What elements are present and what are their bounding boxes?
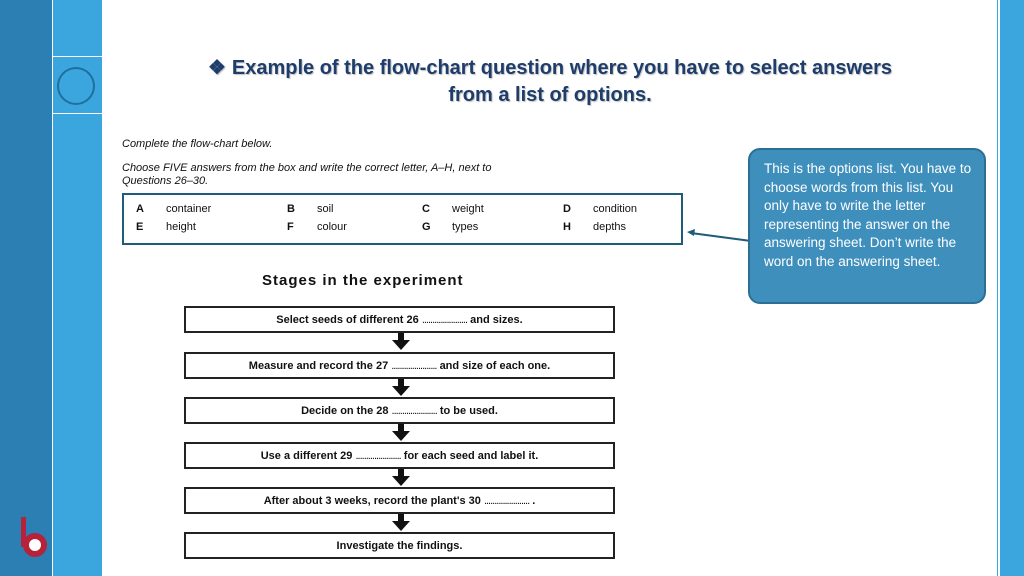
arrow-down-icon [392, 424, 410, 441]
arrow-down-icon [392, 333, 410, 350]
arrow-down-icon [392, 514, 410, 531]
slide-title: ❖Example of the flow-chart question wher… [120, 55, 980, 109]
title-line-1: Example of the flow-chart question where… [231, 57, 893, 79]
flow-step: Decide on the 28 ...................... … [184, 397, 615, 424]
flow-step: Measure and record the 27 ..............… [184, 352, 615, 379]
right-rule [997, 0, 998, 576]
arrow-down-icon [392, 469, 410, 486]
decorative-circle [57, 67, 95, 105]
diamond-bullet-icon: ❖ [207, 57, 226, 79]
options-callout: This is the options list. You have to ch… [748, 148, 986, 304]
vertical-rule [102, 0, 103, 576]
instruction-line-2: Choose FIVE answers from the box and wri… [122, 162, 492, 174]
flow-step: Investigate the findings. [184, 532, 615, 559]
horizontal-rule [52, 113, 102, 114]
right-strip [1000, 0, 1024, 576]
instruction-block: Choose FIVE answers from the box and wri… [122, 162, 642, 188]
flow-step: Select seeds of different 26 ...........… [184, 306, 615, 333]
callout-connector-arrow [687, 229, 752, 242]
stages-title: Stages in the experiment [262, 272, 464, 289]
instruction-line-1: Complete the flow-chart below. [122, 138, 273, 150]
flow-step: Use a different 29 .....................… [184, 442, 615, 469]
instruction-line-3: Questions 26–30. [122, 175, 209, 187]
flow-step: After about 3 weeks, record the plant's … [184, 487, 615, 514]
left-band [0, 0, 52, 576]
arrow-down-icon [392, 379, 410, 396]
vertical-rule [52, 0, 53, 576]
logo-icon [21, 517, 49, 561]
horizontal-rule [52, 56, 102, 57]
title-line-2: from a list of options. [448, 84, 652, 106]
